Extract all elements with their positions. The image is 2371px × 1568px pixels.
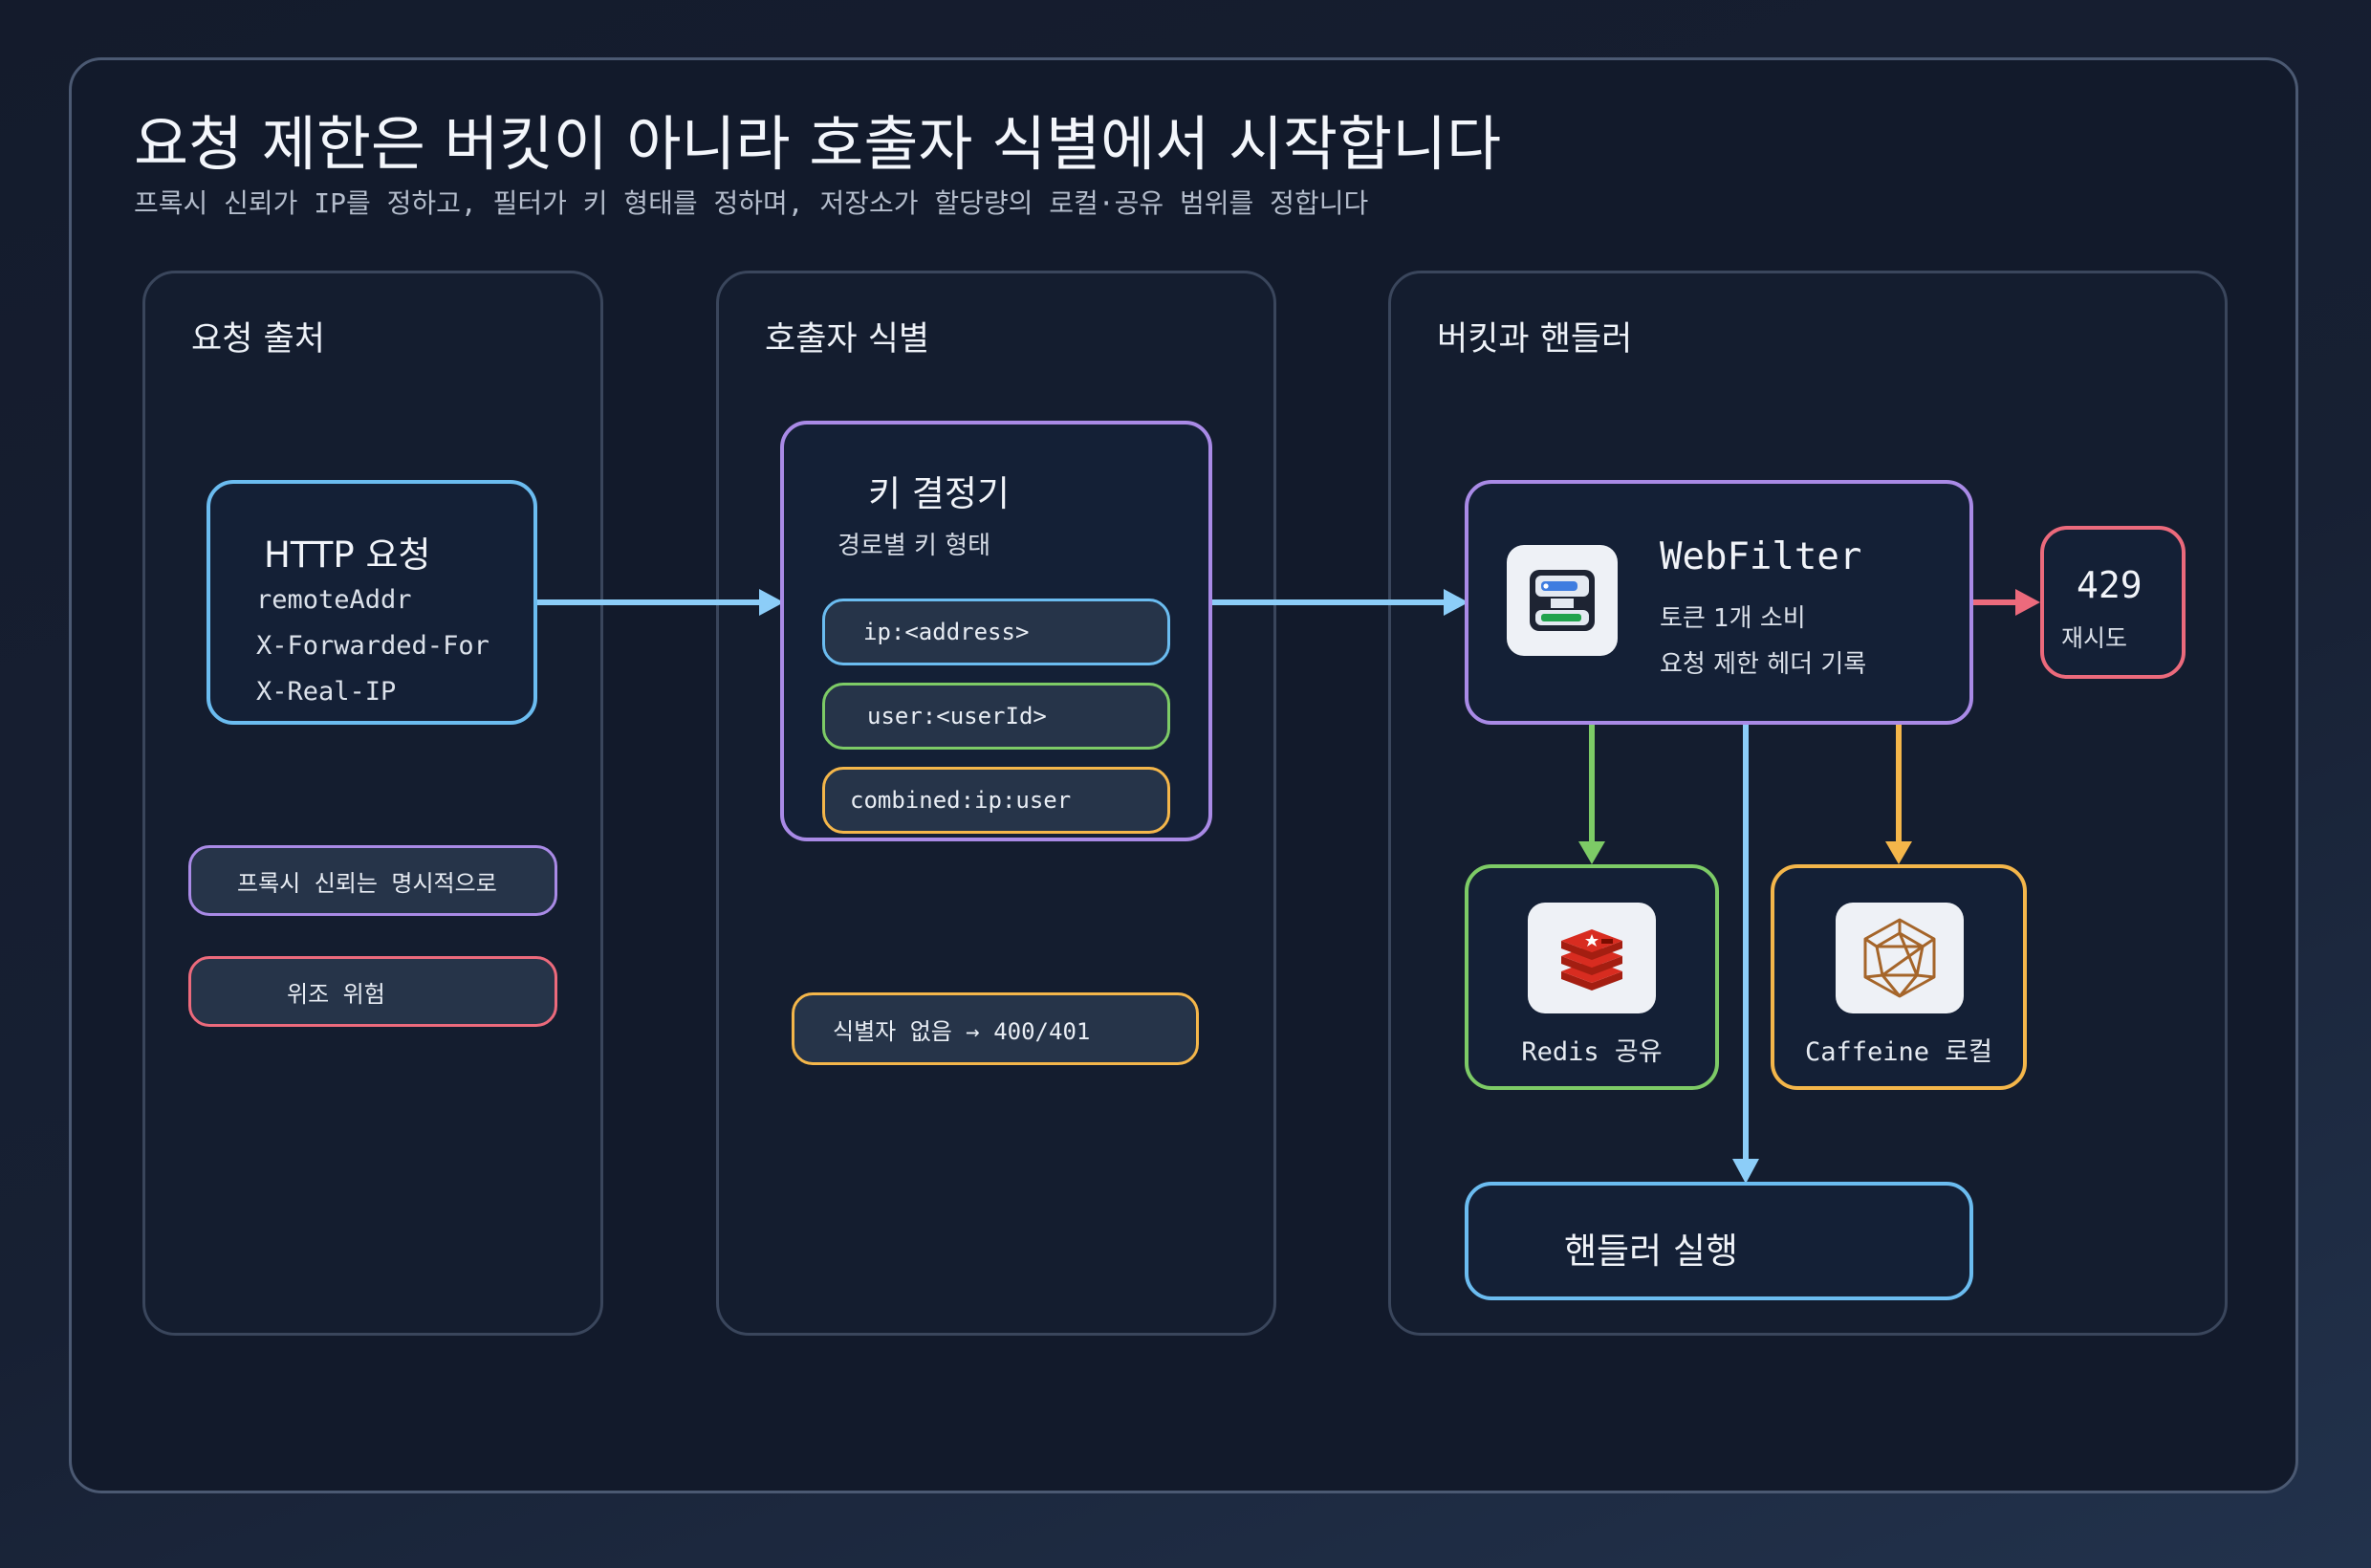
arrowhead: [1732, 1159, 1759, 1184]
status-429-node: 429 재시도: [2040, 526, 2186, 679]
redis-store-node: Redis 공유: [1465, 864, 1719, 1090]
webfilter-node: WebFilter 토큰 1개 소비 요청 제한 헤더 기록: [1465, 480, 1973, 725]
caffeine-store-node: Caffeine 로컬: [1771, 864, 2027, 1090]
panel-title: 요청 출처: [191, 320, 325, 359]
page-subtitle: 프록시 신뢰가 IP를 정하고, 필터가 키 형태를 정하며, 저장소가 할당량…: [134, 187, 1369, 219]
redis-label: Redis 공유: [1521, 1037, 1663, 1067]
arrowhead: [1578, 841, 1605, 864]
redis-logo-icon: [1528, 903, 1656, 1013]
header-remote-addr: remoteAddr: [256, 585, 412, 615]
handler-execution-node: 핸들러 실행: [1465, 1182, 1973, 1300]
caffeine-label: Caffeine 로컬: [1805, 1037, 1992, 1067]
http-request-node: HTTP 요청 remoteAddr X-Forwarded-For X-Rea…: [207, 480, 537, 725]
header-x-forwarded-for: X-Forwarded-For: [256, 631, 489, 661]
node-subtitle: 경로별 키 형태: [837, 532, 991, 560]
node-title: WebFilter: [1660, 535, 1862, 578]
arrowhead: [1444, 589, 1468, 616]
arrowhead: [1885, 841, 1912, 864]
node-title: 핸들러 실행: [1564, 1230, 1738, 1272]
note-missing-identifier: 식별자 없음 → 400/401: [792, 992, 1199, 1065]
panel-title: 버킷과 핸들러: [1437, 320, 1633, 359]
server-window-icon: [1507, 545, 1618, 656]
panel-request-source: 요청 출처: [142, 271, 603, 1336]
page-title: 요청 제한은 버킷이 아니라 호출자 식별에서 시작합니다: [134, 109, 1502, 179]
caffeine-logo-icon: [1836, 903, 1964, 1013]
filter-consume-token: 토큰 1개 소비: [1660, 604, 1806, 633]
panel-title: 호출자 식별: [765, 320, 930, 359]
panel-bucket-handler: 버킷과 핸들러: [1388, 271, 2228, 1336]
header-x-real-ip: X-Real-IP: [256, 677, 397, 707]
node-title: 키 결정기: [868, 473, 1010, 514]
key-user-id: user:<userId>: [822, 683, 1170, 750]
node-title: HTTP 요청: [264, 534, 431, 576]
note-spoofing-risk: 위조 위험: [188, 956, 557, 1027]
status-label: 재시도: [2061, 624, 2128, 652]
filter-record-headers: 요청 제한 헤더 기록: [1660, 650, 1867, 679]
status-code: 429: [2077, 564, 2143, 606]
arrowhead: [2015, 589, 2040, 616]
arrowhead: [759, 589, 784, 616]
key-ip-address: ip:<address>: [822, 599, 1170, 665]
key-combined: combined:ip:user: [822, 767, 1170, 834]
note-proxy-trust: 프록시 신뢰는 명시적으로: [188, 845, 557, 916]
